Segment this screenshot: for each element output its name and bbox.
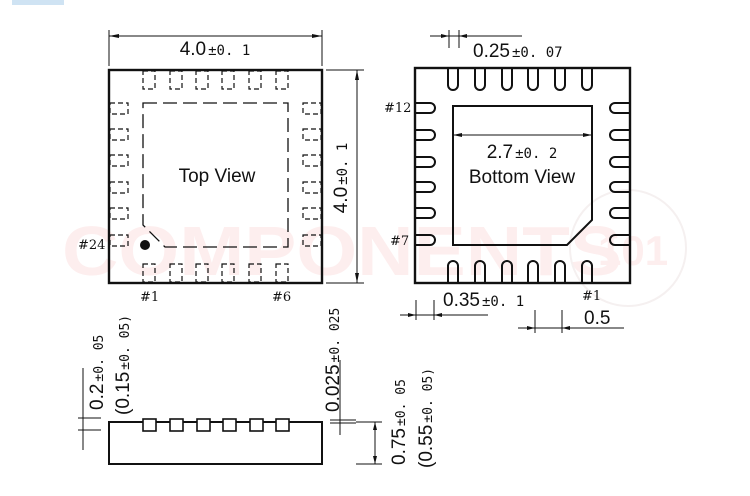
exposed-pad <box>452 105 593 246</box>
pin-7-label: #7 <box>390 234 409 249</box>
top-view-pad <box>275 263 289 283</box>
side-view-leads <box>142 418 290 432</box>
pin-6-label: #6 <box>272 290 291 305</box>
top-view-pad <box>109 181 129 194</box>
bottom-view-pad <box>416 234 436 246</box>
top-view-pad <box>302 234 322 247</box>
bottom-view-pad <box>474 260 486 282</box>
bottom-view-pad <box>527 69 539 91</box>
bottom-view-pad <box>581 69 593 91</box>
bottom-view: 2.7±0. 2 Bottom View 0.25±0. 07 0.35±0. … <box>384 30 632 333</box>
top-view-pad <box>169 263 183 283</box>
bottom-view-pad <box>609 102 629 114</box>
bottom-view-pad <box>416 207 436 219</box>
bottom-view-pads <box>416 69 629 282</box>
bottom-view-pad <box>609 181 629 193</box>
bottom-view-pad <box>447 69 459 91</box>
top-view-pad <box>302 181 322 194</box>
top-view-pad <box>221 263 235 283</box>
standoff-dim-label: 0.025±0. 025 <box>323 308 344 412</box>
top-view-pad <box>248 70 262 90</box>
top-view-pad <box>109 128 129 141</box>
bottom-view-outline <box>413 66 632 285</box>
top-view-pad <box>109 234 129 247</box>
top-view-pad <box>142 70 156 90</box>
pin1-dot-marker <box>140 240 150 250</box>
bottom-view-pad <box>474 69 486 91</box>
bottom-view-pad <box>416 102 436 114</box>
side-view-body <box>108 421 323 465</box>
top-view-pad <box>248 263 262 283</box>
lead-thickness-dim-label: 0.2±0. 05 <box>87 335 108 410</box>
top-view-pad <box>109 154 129 167</box>
bottom-view-pad <box>554 260 566 282</box>
pin-24-label: #24 <box>78 238 105 253</box>
pad-width-dim-label: 0.25±0. 07 <box>473 41 563 62</box>
pin-12-label: #12 <box>384 101 411 116</box>
bottom-view-pad <box>447 260 459 282</box>
bottom-view-pad <box>609 234 629 246</box>
top-view: Top View 4.0±0. 1 4.0±0. 1 #24 #1 #6 <box>78 30 364 305</box>
bottom-view-pad <box>581 260 593 282</box>
top-view-pad <box>275 70 289 90</box>
top-view-pad <box>302 128 322 141</box>
bottom-view-pad <box>609 156 629 168</box>
bottom-view-pad <box>501 260 513 282</box>
corner-tab <box>12 0 64 5</box>
bottom-view-pad <box>554 69 566 91</box>
pitch-dim-label: 0.5 <box>584 308 610 329</box>
top-view-pad <box>221 70 235 90</box>
top-view-pad <box>195 263 209 283</box>
top-view-pad <box>142 263 156 283</box>
top-height-dim-label: 4.0±0. 1 <box>331 143 352 214</box>
bottom-view-pad <box>416 129 436 141</box>
top-view-pad <box>195 70 209 90</box>
top-view-pad <box>302 154 322 167</box>
side-view-lead <box>249 418 264 432</box>
side-view-lead <box>196 418 211 432</box>
side-view-lead <box>169 418 184 432</box>
watermark-suffix: 101 <box>598 227 668 274</box>
top-view-pad <box>169 70 183 90</box>
side-view-lead <box>275 418 290 432</box>
side-view-lead <box>222 418 237 432</box>
bottom-view-pad <box>416 181 436 193</box>
pin-1-label: #1 <box>140 290 159 305</box>
pad-length-dim-label: 0.35±0. 1 <box>443 290 524 311</box>
bottom-view-pad <box>416 156 436 168</box>
side-view: 0.2±0. 05 (0.15±0. 05) 0.025±0. 025 0.75… <box>78 308 437 468</box>
bottom-view-title: Bottom View <box>469 167 576 188</box>
height-dim-label: 0.75±0. 05 <box>389 379 410 465</box>
top-view-pad <box>302 207 322 220</box>
top-width-dim-label: 4.0±0. 1 <box>180 39 251 60</box>
side-view-lead <box>142 418 157 432</box>
watermark-circle <box>569 189 687 307</box>
lead-thickness-alt-label: (0.15±0. 05) <box>113 315 134 415</box>
top-view-pad <box>109 102 129 115</box>
height-alt-label: (0.55±0. 05) <box>416 368 437 468</box>
bottom-view-pad <box>609 129 629 141</box>
top-view-pad <box>302 102 322 115</box>
bottom-view-pad <box>609 207 629 219</box>
top-view-outline <box>107 68 324 285</box>
bottom-view-pad <box>527 260 539 282</box>
bottom-pin-1-label: #1 <box>582 289 601 304</box>
top-view-title: Top View <box>179 166 256 187</box>
top-view-epad-outline <box>142 102 289 248</box>
bottom-view-pad <box>501 69 513 91</box>
epad-dim-label: 2.7±0. 2 <box>487 142 558 163</box>
top-view-pad <box>109 207 129 220</box>
top-view-pads <box>109 70 322 283</box>
